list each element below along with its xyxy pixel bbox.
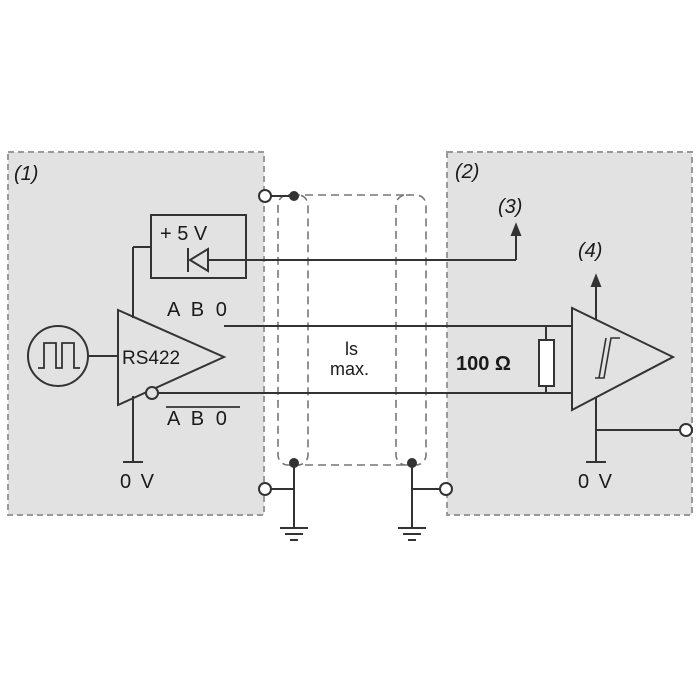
schmitt-trigger-icon-2 [598,337,607,379]
signals-bottom-label: A B 0 [167,408,230,430]
terminal-bottom-left [258,482,272,496]
resistor-label: 100 Ω [456,353,511,375]
terminal-bottom-right [439,482,453,496]
cable-shield-left [277,194,309,466]
line-receiver [571,306,676,412]
terminal-top-left [258,189,272,203]
square-wave-icon [38,342,80,369]
block-1-label: (1) [14,163,38,185]
ref-4-label: (4) [578,240,602,262]
cable-shield-right [395,194,427,466]
ground-right-label: 0 V [578,471,614,493]
signals-top-label: A B 0 [167,299,230,321]
cable-length-max-label: max. [330,359,369,379]
cable-length-label: ls [345,339,358,359]
ref-4-arrow [590,273,602,287]
receiver-panel [446,151,693,516]
ground-left-label: 0 V [120,471,156,493]
ref-3-arrow [510,222,522,236]
ref-3-label: (3) [498,196,522,218]
supply-box [150,214,247,279]
pulse-source-icon [27,325,89,387]
driver-inverting-output [145,386,159,400]
rs422-driver [117,308,227,407]
supply-label: + 5 V [160,223,208,245]
block-2-label: (2) [455,161,479,183]
driver-label: RS422 [122,348,180,369]
termination-resistor [538,339,555,387]
top-junction [289,191,299,201]
output-terminal [679,423,693,437]
